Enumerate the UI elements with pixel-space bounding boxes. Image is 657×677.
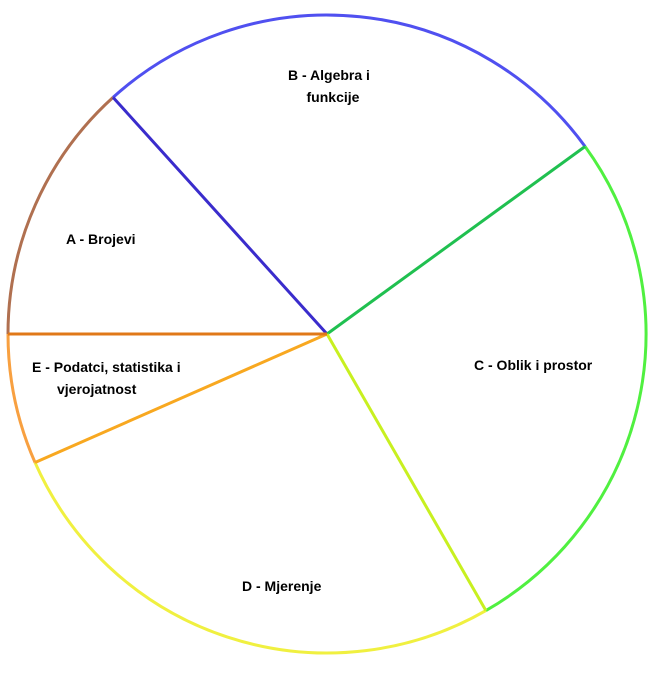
label-line: E - Podatci, statistika i xyxy=(32,359,181,375)
slice-arc-d xyxy=(33,461,487,655)
slice-arc-e xyxy=(6,333,37,464)
slice-label-c: C - Oblik i prostor xyxy=(474,354,592,376)
slice-edge-c xyxy=(325,333,488,612)
slice-label-e: E - Podatci, statistika i vjerojatnost xyxy=(32,356,181,400)
label-line: B - Algebra i xyxy=(288,67,370,83)
slice-edge-a xyxy=(111,96,329,336)
slice-arc-c xyxy=(485,145,648,612)
slice-label-a: A - Brojevi xyxy=(66,228,136,250)
label-line: funkcije xyxy=(306,89,360,105)
slice-label-d: D - Mjerenje xyxy=(242,575,321,597)
slice-edge-b xyxy=(326,145,586,336)
label-line: C - Oblik i prostor xyxy=(474,357,593,373)
label-line: A - Brojevi xyxy=(66,231,136,247)
slice-edge-d xyxy=(34,332,328,464)
label-line: D - Mjerenje xyxy=(242,578,322,594)
label-line: vjerojatnost xyxy=(57,381,137,397)
slice-arc-a xyxy=(6,96,115,335)
slice-label-b: B - Algebra i funkcije xyxy=(288,64,370,108)
slice-arc-b xyxy=(112,13,587,148)
